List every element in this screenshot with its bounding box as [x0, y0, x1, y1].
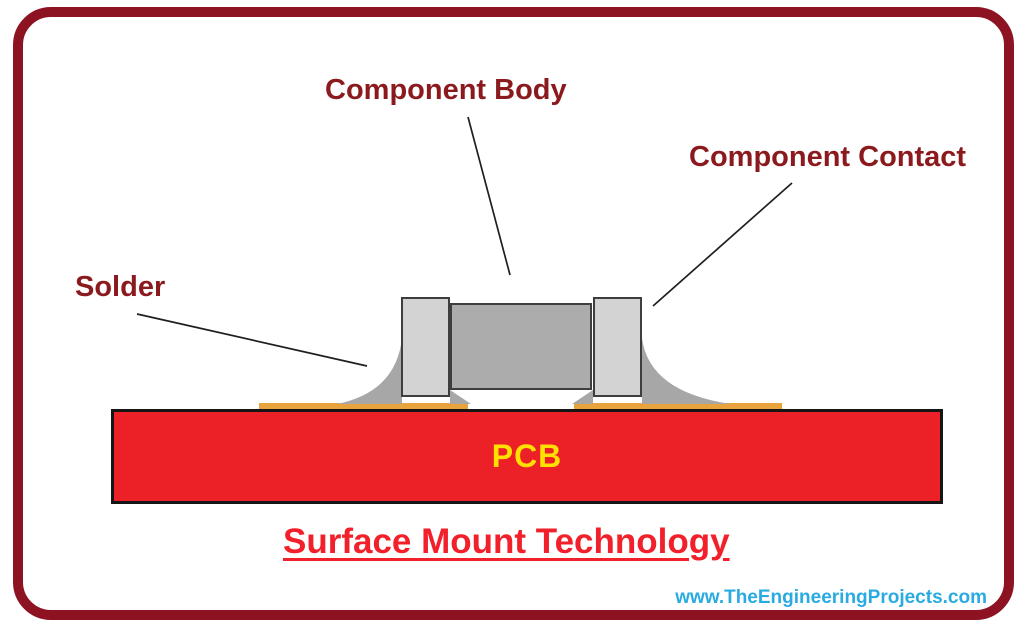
component-contact-label: Component Contact: [689, 141, 967, 173]
component-contact-right-shape: [593, 297, 642, 397]
pcb-pad-left: [259, 403, 468, 409]
diagram-title: Surface Mount Technology: [283, 522, 730, 561]
diagram-border-frame: [13, 7, 1014, 620]
component-contact-left-shape: [401, 297, 450, 397]
pcb-label: PCB: [491, 438, 563, 474]
component-body-shape: [450, 303, 592, 390]
pcb-board: PCB: [111, 409, 943, 504]
solder-label: Solder: [75, 271, 166, 303]
component-body-label: Component Body: [325, 74, 567, 106]
watermark-link[interactable]: www.TheEngineeringProjects.com: [675, 587, 987, 608]
pcb-pad-right: [574, 403, 782, 409]
